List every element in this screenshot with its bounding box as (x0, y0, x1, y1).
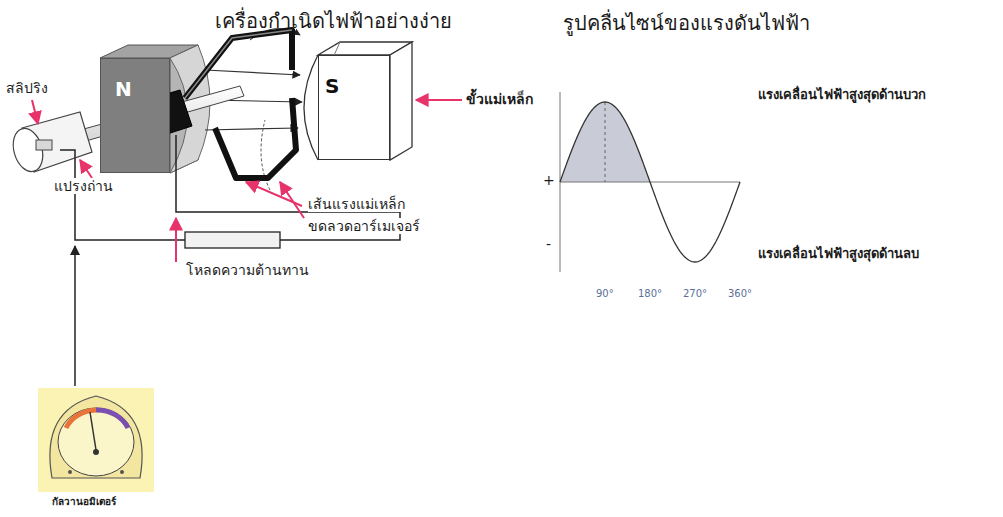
sine-chart (560, 92, 740, 272)
angle-tick: 360° (728, 288, 752, 300)
axis-sign: + (543, 172, 555, 188)
angle-tick: 180° (638, 288, 662, 300)
angle-tick: 270° (683, 288, 707, 300)
pole-letter: N (115, 77, 169, 101)
peak-label: แรงเคลื่อนไฟฟ้าสูงสุดด้านลบ (758, 247, 919, 262)
sine-wave (560, 102, 740, 262)
leader-arrow (32, 100, 462, 262)
title: เครื่องกำเนิดไฟฟ้าอย่างง่าย (215, 10, 452, 33)
part-label: โหลดความต้านทาน (186, 262, 309, 278)
peak-label: แรงเคลื่อนไฟฟ้าสูงสุดด้านบวก (758, 88, 926, 103)
part-label: สลิปริง (6, 80, 48, 96)
coil-highlight (185, 30, 292, 98)
angle-tick: 90° (596, 288, 614, 300)
part-label: เส้นแรงแม่เหล็ก (308, 196, 405, 212)
axis-sign: - (546, 236, 551, 252)
brush (36, 140, 52, 150)
pole-letter: S (325, 74, 389, 98)
magnet-pole: N (100, 58, 170, 173)
meter-lead (74, 246, 76, 386)
peak-marker (605, 102, 606, 182)
armature-coil (185, 30, 296, 178)
positive-half-fill (560, 102, 650, 182)
part-label: แปรงถ่าน (54, 178, 113, 194)
part-label: กัลวานอมิเตอร์ (52, 496, 116, 508)
galvanometer (38, 388, 154, 492)
magnet-pole: S (318, 55, 390, 160)
part-label: ขั้วแม่เหล็ก (466, 91, 533, 107)
part-label: ขดลวดอาร์เมเจอร์ (308, 218, 420, 234)
chart-title: รูปคลื่นไซน์ของแรงดันไฟฟ้า (563, 12, 810, 35)
resistor-symbol (185, 232, 280, 248)
slip-ring (8, 112, 92, 175)
s-magnet (304, 42, 412, 160)
